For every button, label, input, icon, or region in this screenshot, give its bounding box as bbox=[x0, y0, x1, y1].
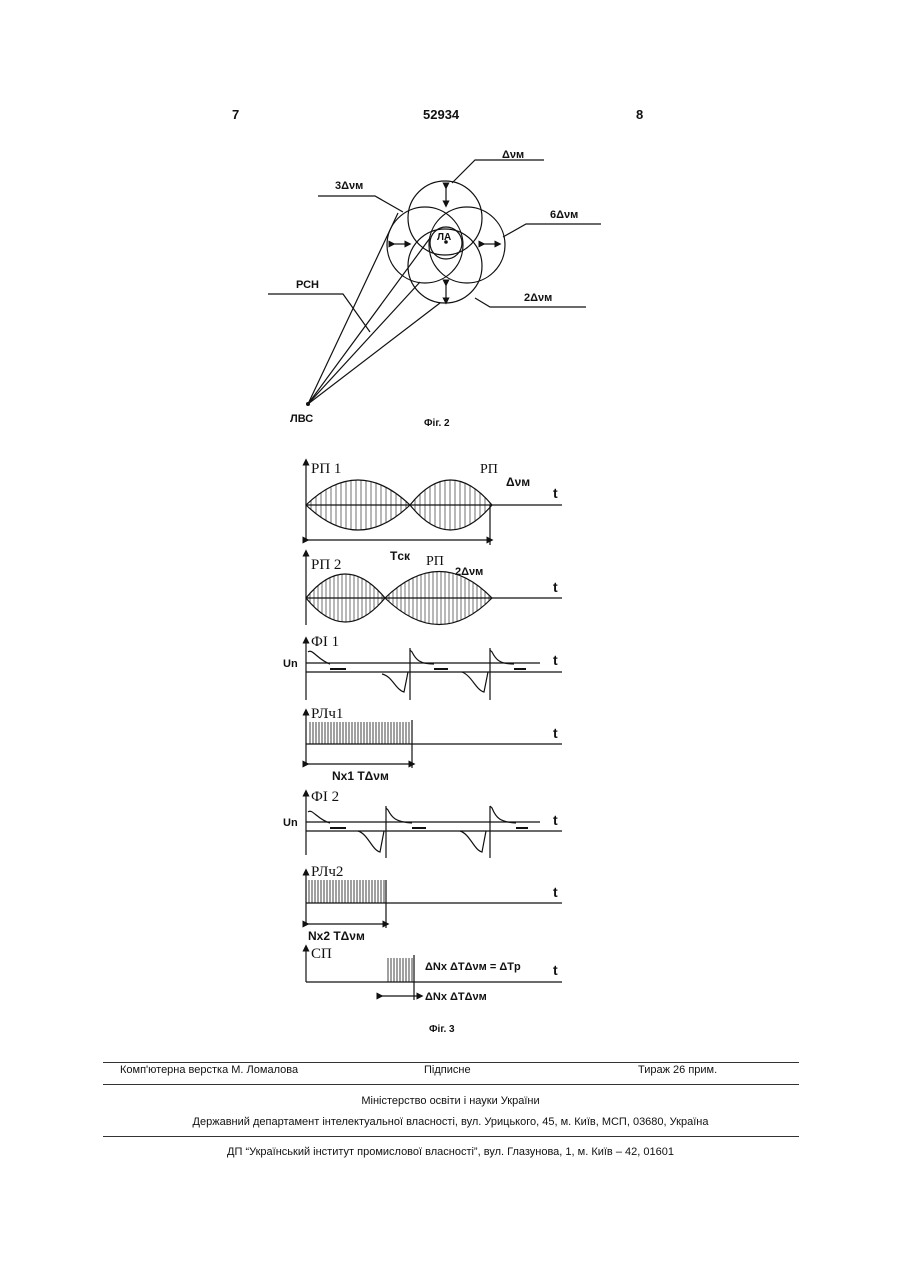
label-rlch2: РЛч2 bbox=[311, 864, 343, 880]
label-rp-b: РП bbox=[426, 554, 444, 569]
label-rp: РП bbox=[480, 462, 498, 477]
footer-layout-credit: Комп'ютерна верстка М. Ломалова bbox=[120, 1064, 298, 1076]
label-nx2: Nх2 TΔνм bbox=[308, 929, 365, 943]
label-rp1: РП 1 bbox=[311, 461, 341, 477]
footer-rule-middle bbox=[103, 1084, 799, 1085]
label-eq2: ΔNх ΔTΔνм bbox=[425, 991, 487, 1003]
label-nx1: Nх1 TΔνм bbox=[332, 769, 389, 783]
label-rp2: РП 2 bbox=[311, 557, 341, 573]
label-un-2: Un bbox=[283, 817, 298, 829]
footer-print-run: Тираж 26 прим. bbox=[638, 1064, 717, 1076]
footer-rule-bottom bbox=[103, 1136, 799, 1137]
label-t-2: t bbox=[553, 579, 558, 595]
label-t-3: t bbox=[553, 652, 558, 668]
label-t-1: t bbox=[553, 485, 558, 501]
footer-institute: ДП “Український інститут промислової вла… bbox=[0, 1146, 901, 1158]
footer-rule-top bbox=[103, 1062, 799, 1063]
label-un-1: Un bbox=[283, 658, 298, 670]
figure-3-caption: Фіг. 3 bbox=[429, 1024, 455, 1035]
label-2dvm: 2Δνм bbox=[455, 566, 483, 578]
label-t-4: t bbox=[553, 725, 558, 741]
figure-3-timing-diagram: РП 1 РП Δνм t Tск РП 2 РП 2Δνм t ФІ 1 Un… bbox=[0, 0, 901, 1040]
label-t-6: t bbox=[553, 884, 558, 900]
label-fi2: ФІ 2 bbox=[311, 789, 339, 805]
label-fi1: ФІ 1 bbox=[311, 634, 339, 650]
footer-department: Державний департамент інтелектуальної вл… bbox=[0, 1116, 901, 1128]
label-eq1: ΔNх ΔTΔνм = ΔTр bbox=[425, 961, 521, 973]
label-dvm: Δνм bbox=[506, 475, 530, 489]
label-t-5: t bbox=[553, 812, 558, 828]
footer-signed: Підписне bbox=[424, 1064, 471, 1076]
footer-ministry: Міністерство освіти і науки України bbox=[0, 1095, 901, 1107]
label-t-7: t bbox=[553, 962, 558, 978]
label-rlch1: РЛч1 bbox=[311, 706, 343, 722]
label-tsk: Tск bbox=[390, 549, 411, 563]
label-sp: СП bbox=[311, 946, 332, 962]
